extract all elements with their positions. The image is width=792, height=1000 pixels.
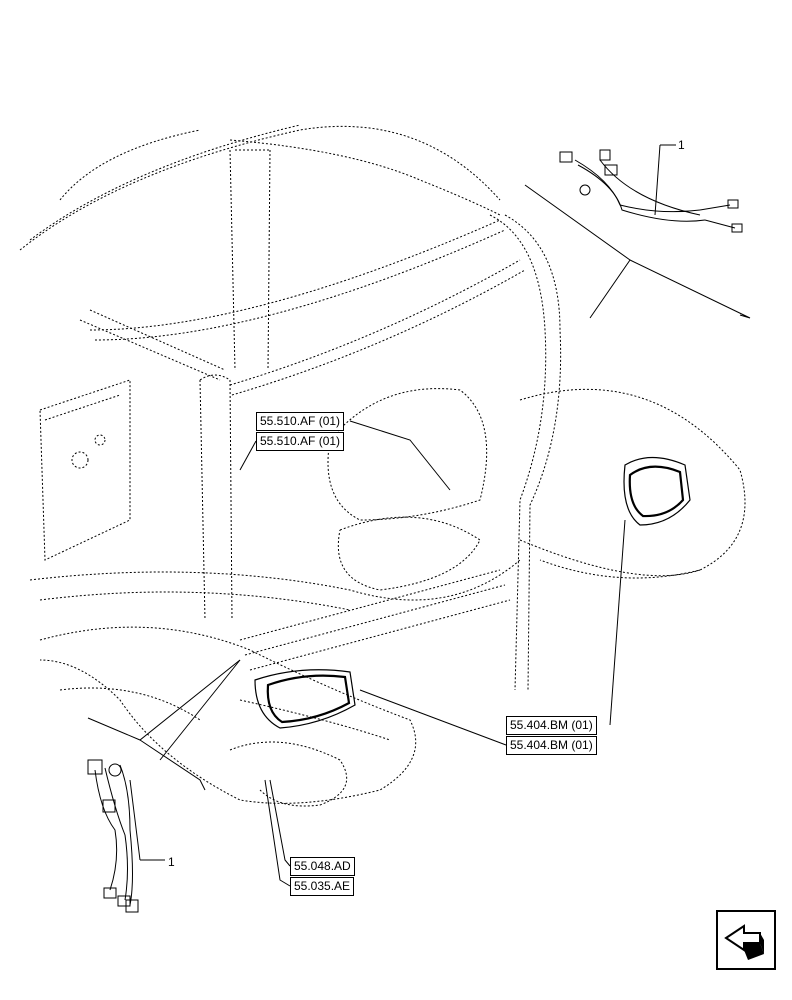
reference-label-55510-af-upper[interactable]: 55.510.AF (01) [256,412,345,431]
harness-callout-number-top: 1 [678,138,685,152]
reference-label-55048-ad[interactable]: 55.048.AD [290,857,355,876]
harness-callout-number-bottom: 1 [168,855,175,869]
reference-label-55510-af-lower[interactable]: 55.510.AF (01) [256,432,345,451]
reference-label-55035-ae[interactable]: 55.035.AE [290,877,355,896]
harness-detail-top [559,149,743,233]
cab-outline [19,124,746,807]
reference-label-55404-bm-upper[interactable]: 55.404.BM (01) [506,716,597,735]
work-lamp-left [254,669,356,729]
work-lamp-right [623,456,691,526]
reference-label-55404-bm-lower[interactable]: 55.404.BM (01) [506,736,597,755]
leader-lines [87,144,751,887]
harness-detail-bottom [87,759,139,913]
next-page-arrow-icon[interactable] [716,910,776,970]
